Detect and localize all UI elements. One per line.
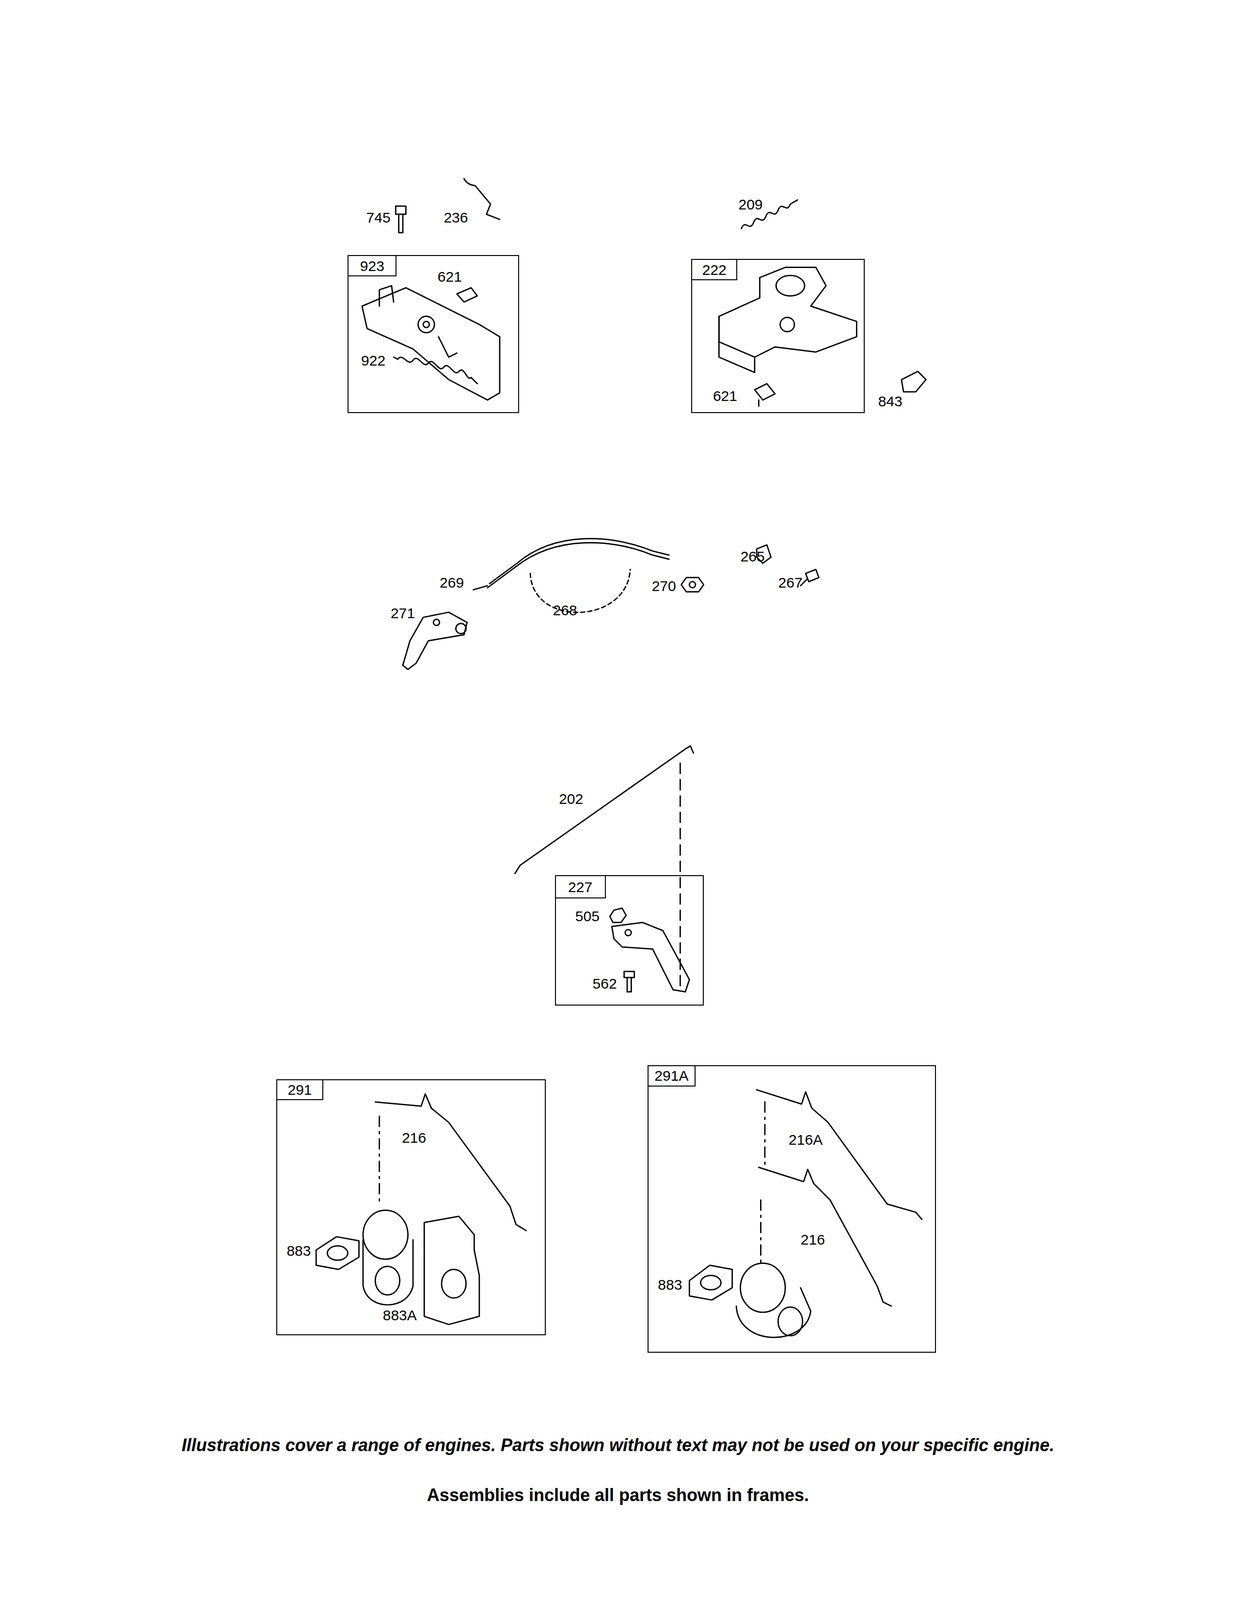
assembly-number: 291 bbox=[287, 1081, 312, 1098]
callout-number: 267 bbox=[777, 574, 804, 591]
callout-number: 843 bbox=[877, 392, 904, 409]
assembly-tab: 222 bbox=[692, 259, 738, 281]
assembly-number: 222 bbox=[702, 261, 727, 278]
callout-number: 922 bbox=[360, 351, 387, 368]
callout-number: 883 bbox=[285, 1242, 312, 1259]
callout-number: 271 bbox=[389, 604, 416, 621]
callout-number: 270 bbox=[650, 577, 678, 594]
callout-number: 236 bbox=[442, 209, 469, 226]
assembly-number: 227 bbox=[568, 878, 593, 895]
callout-number: 883A bbox=[381, 1306, 418, 1323]
assembly-tab: 291A bbox=[648, 1065, 696, 1087]
assembly-frame: 227 bbox=[554, 874, 704, 1006]
assembly-frame: 291A bbox=[647, 1064, 936, 1353]
assembly-number: 923 bbox=[360, 257, 385, 274]
callout-number: 216 bbox=[799, 1231, 826, 1248]
callout-number: 621 bbox=[712, 387, 739, 404]
callout-number: 202 bbox=[557, 790, 585, 807]
caption: Illustrations cover a range of engines. … bbox=[181, 1434, 1055, 1456]
assembly-tab: 923 bbox=[348, 255, 397, 277]
callout-number: 216 bbox=[400, 1128, 428, 1145]
assembly-tab: 227 bbox=[555, 875, 606, 899]
assembly-frame: 923 bbox=[347, 254, 519, 413]
callout-number: 745 bbox=[365, 209, 392, 226]
callout-number: 621 bbox=[436, 268, 463, 285]
callout-number: 216A bbox=[787, 1131, 824, 1148]
callout-number: 883 bbox=[656, 1275, 683, 1292]
assembly-number: 291A bbox=[654, 1067, 689, 1084]
callout-number: 265 bbox=[739, 547, 766, 564]
callout-number: 269 bbox=[438, 574, 465, 591]
callout-number: 209 bbox=[737, 195, 764, 212]
callout-number: 268 bbox=[552, 602, 579, 618]
callout-number: 562 bbox=[591, 975, 618, 992]
note: Assemblies include all parts shown in fr… bbox=[426, 1485, 810, 1506]
assembly-tab: 291 bbox=[277, 1079, 324, 1100]
assembly-frame: 291 bbox=[276, 1078, 546, 1335]
callout-number: 505 bbox=[574, 907, 601, 924]
